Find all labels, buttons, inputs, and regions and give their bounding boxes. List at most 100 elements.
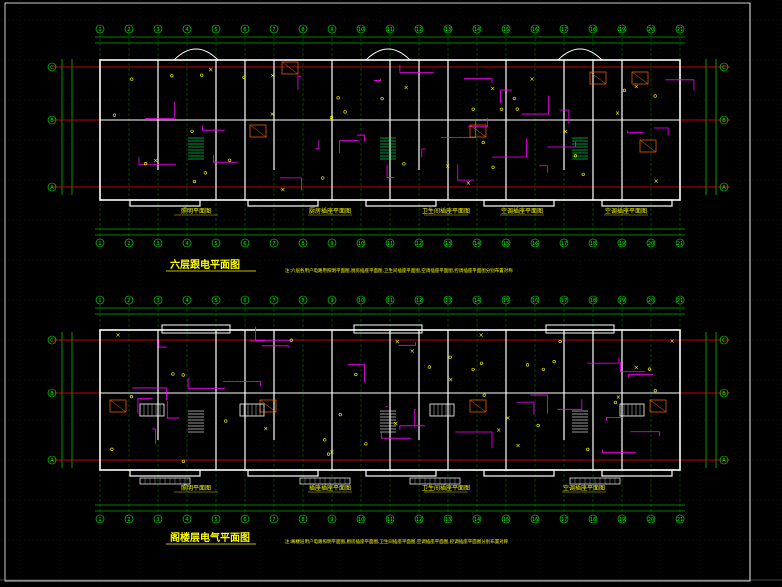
wiring-run xyxy=(356,134,365,142)
column-axis-bubble xyxy=(530,514,540,524)
outlet-symbol xyxy=(336,96,340,100)
room-caption: 空调插座平面图 xyxy=(605,207,647,215)
furniture-block xyxy=(469,124,487,138)
column-axis-label: 20 xyxy=(648,241,654,247)
column-axis-label: 9 xyxy=(330,298,333,304)
fixture-mark: × xyxy=(263,425,268,432)
column-axis-label: 21 xyxy=(677,241,683,247)
wiring-run xyxy=(386,164,395,178)
bay-window-arc xyxy=(365,48,411,61)
wiring-run xyxy=(606,416,624,421)
fixture-mark: × xyxy=(670,338,675,345)
fixture-mark: × xyxy=(329,449,334,456)
balcony-ledge xyxy=(365,469,437,477)
outlet-symbol xyxy=(573,154,578,158)
column-axis-bubble xyxy=(443,295,453,305)
column-axis-label: 9 xyxy=(330,517,333,523)
wiring-run xyxy=(557,399,583,410)
column-axis-bubble xyxy=(385,238,395,248)
wiring-run xyxy=(373,78,382,81)
fixture-mark: × xyxy=(208,66,213,73)
fixture-mark: × xyxy=(448,376,453,383)
outlet-symbol xyxy=(613,400,618,405)
column-axis-bubble xyxy=(211,514,221,524)
column-axis-label: 7 xyxy=(272,241,275,247)
furniture-hatch xyxy=(109,399,127,413)
outlet-symbol xyxy=(622,88,627,92)
room-caption: 卫生间插座平面图 xyxy=(422,484,470,492)
wiring-run xyxy=(166,401,180,419)
fixture-mark: × xyxy=(634,84,639,91)
outlet-symbol xyxy=(192,179,197,184)
room-caption: 厨房插座平面图 xyxy=(309,207,351,215)
fixture-mark: × xyxy=(479,332,484,339)
column-axis-label: 15 xyxy=(503,27,509,33)
wiring-run xyxy=(212,155,238,163)
column-axis-label: 13 xyxy=(445,27,451,33)
column-axis-label: 3 xyxy=(156,298,159,304)
outlet-symbol xyxy=(170,74,174,78)
column-axis-label: 1 xyxy=(98,298,101,304)
fixture-mark: × xyxy=(634,364,639,371)
row-axis-label: C xyxy=(722,65,726,71)
room-caption: 照明平面图 xyxy=(181,485,211,492)
column-axis-label: 4 xyxy=(185,27,188,33)
column-axis-bubble xyxy=(675,238,685,248)
dormer-ledge xyxy=(161,324,231,334)
plan-note: 注:六层各用户电路用照明平面图,厨房插座平面图,卫生间插座平面图,空调插座平面图… xyxy=(285,267,513,274)
column-axis-bubble xyxy=(182,295,192,305)
column-axis-label: 12 xyxy=(416,517,422,523)
row-axis-label: B xyxy=(722,118,726,124)
wiring-run xyxy=(587,357,620,364)
furniture-block xyxy=(631,71,649,85)
column-axis-bubble xyxy=(95,238,105,248)
wiring-run xyxy=(421,148,426,158)
column-axis-label: 8 xyxy=(301,241,304,247)
column-axis-label: 6 xyxy=(243,241,246,247)
column-axis-bubble xyxy=(385,295,395,305)
column-axis-label: 19 xyxy=(619,298,625,304)
plan-2: 1122334455667788991010111112121313141415… xyxy=(47,295,730,545)
outlet-symbol xyxy=(380,97,384,101)
column-axis-bubble xyxy=(646,24,656,34)
fixture-mark: × xyxy=(270,111,275,118)
column-axis-bubble xyxy=(385,514,395,524)
wiring-run xyxy=(539,165,548,173)
column-axis-label: 14 xyxy=(474,517,480,523)
wiring-run xyxy=(413,409,417,426)
furniture-block xyxy=(249,124,267,138)
wiring-run xyxy=(547,141,576,148)
row-axis-bubble xyxy=(47,388,57,398)
column-axis-bubble xyxy=(124,295,134,305)
column-axis-bubble xyxy=(530,24,540,34)
row-axis-bubble xyxy=(719,388,729,398)
wiring-run xyxy=(463,78,493,84)
balcony-ledge xyxy=(483,199,555,207)
column-axis-label: 18 xyxy=(590,241,596,247)
outlet-symbol xyxy=(448,355,452,359)
column-axis-label: 15 xyxy=(503,517,509,523)
column-axis-bubble xyxy=(414,238,424,248)
column-axis-label: 1 xyxy=(98,517,101,523)
column-axis-label: 2 xyxy=(127,241,130,247)
fixture-mark: × xyxy=(490,86,495,93)
column-axis-label: 19 xyxy=(619,27,625,33)
column-axis-bubble xyxy=(646,514,656,524)
column-axis-label: 4 xyxy=(185,298,188,304)
column-axis-label: 21 xyxy=(677,27,683,33)
wiring-run xyxy=(202,125,225,131)
wiring-run xyxy=(187,377,226,389)
wiring-run xyxy=(467,117,488,128)
column-axis-bubble xyxy=(298,238,308,248)
furniture-block xyxy=(649,399,667,413)
column-axis-bubble xyxy=(298,514,308,524)
wiring-run xyxy=(339,140,359,153)
column-axis-label: 20 xyxy=(648,27,654,33)
fixture-mark: × xyxy=(270,72,275,79)
column-axis-bubble xyxy=(530,295,540,305)
column-axis-bubble xyxy=(298,295,308,305)
fixture-mark: × xyxy=(515,443,520,450)
fixture-mark: × xyxy=(410,348,415,355)
column-axis-bubble xyxy=(269,295,279,305)
column-axis-label: 18 xyxy=(590,27,596,33)
